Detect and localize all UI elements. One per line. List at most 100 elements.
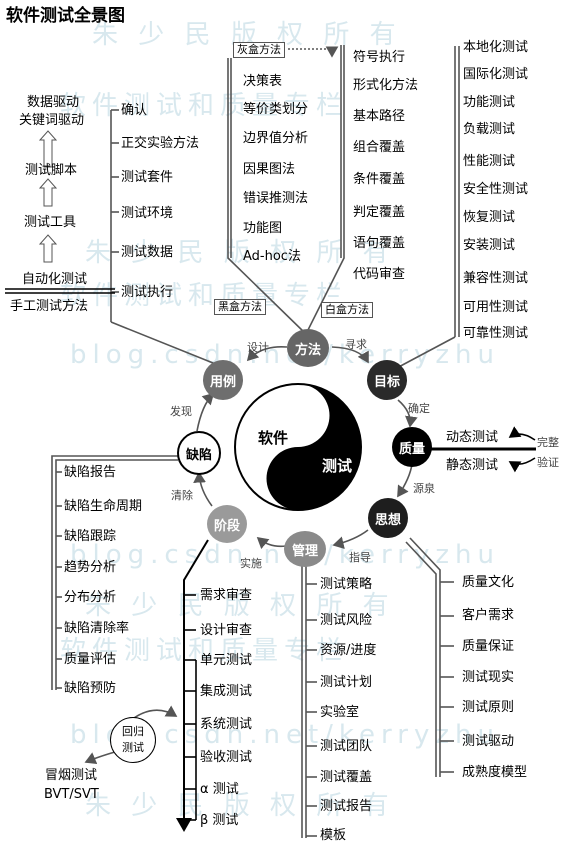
watermark: 朱 少 民 版 权 所 有 [85, 238, 395, 268]
arrow-label-seek: 寻求 [345, 338, 367, 351]
stage-item: 设计审查 [200, 623, 253, 638]
black-method-item: 决策表 [243, 74, 283, 89]
goal-item: 国际化测试 [463, 67, 529, 82]
arrow-label-implement: 实施 [240, 557, 262, 570]
thought-item: 成熟度模型 [462, 765, 528, 780]
watermark: 软件测试和质量专栏 [60, 91, 349, 121]
quality-item: 动态测试 [446, 430, 499, 445]
white-method-item: 条件覆盖 [353, 172, 406, 187]
stage-item: 集成测试 [200, 684, 253, 699]
arrow-label-design: 设计 [247, 341, 269, 354]
management-item: 测试策略 [320, 577, 373, 592]
center-label: 软件 [258, 429, 289, 447]
management-item: 测试计划 [320, 675, 373, 690]
left-chain-label: 数据驱动 [27, 95, 80, 110]
goal-item: 可用性测试 [463, 300, 529, 315]
management-item: 资源/进度 [320, 643, 377, 658]
stage-item: β 测试 [200, 813, 239, 828]
stage-item: α 测试 [200, 782, 239, 797]
complete-label: 完整 [537, 436, 559, 449]
black-method-item: 等价类划分 [243, 102, 309, 117]
node-stage: 阶段 [207, 505, 247, 543]
arrow-label-clear: 清除 [171, 489, 193, 502]
white-method-item: 符号执行 [353, 50, 406, 65]
left-chain-label: 自动化测试 [22, 272, 88, 287]
goal-item: 功能测试 [463, 95, 516, 110]
management-item: 实验室 [320, 705, 360, 720]
node-goal: 目标 [367, 360, 407, 400]
white-method-item: 形式化方法 [353, 78, 419, 93]
watermark: 朱 少 民 版 权 所 有 [85, 591, 395, 621]
goal-item: 负载测试 [463, 122, 516, 137]
black-method-item: 边界值分析 [243, 131, 309, 146]
thought-item: 客户需求 [462, 608, 515, 623]
defect-item: 缺陷跟踪 [64, 529, 117, 544]
watermark: 软件测试和质量专栏 [60, 281, 349, 311]
black-method-item: 功能图 [243, 221, 283, 236]
white-method-item: 判定覆盖 [353, 205, 406, 220]
defect-item: 质量评估 [64, 652, 117, 667]
thought-item: 质量保证 [462, 639, 515, 654]
stage-item: 需求审查 [200, 588, 253, 603]
node-defect: 缺陷 [177, 431, 221, 475]
regression-label: 回归 [122, 725, 144, 738]
stage-item: 系统测试 [200, 717, 253, 732]
defect-item: 缺陷生命周期 [64, 499, 143, 514]
left-chain-label: 测试脚本 [25, 163, 78, 178]
goal-item: 可靠性测试 [463, 326, 529, 341]
goal-item: 本地化测试 [463, 40, 529, 55]
regression-test-node: 回归 测试 [110, 717, 156, 763]
arrow-label-source: 源泉 [413, 482, 435, 495]
black-method-item: 错误推测法 [243, 191, 309, 206]
defect-item: 缺陷报告 [64, 465, 117, 480]
defect-item: 缺陷预防 [64, 681, 117, 696]
black-box-label: 黑盒方法 [214, 299, 266, 315]
black-method-item: Ad-hoc法 [243, 249, 301, 264]
left-method-item: 测试环境 [121, 206, 174, 221]
white-method-item: 语句覆盖 [353, 236, 406, 251]
node-quality: 质量 [392, 427, 432, 467]
defect-item: 分布分析 [64, 590, 117, 605]
left-method-item: 确认 [121, 103, 148, 118]
arrow-label-guide: 指导 [349, 551, 371, 564]
goal-item: 安全性测试 [463, 182, 529, 197]
watermark: blog.csdn.net/kerryzhu [70, 540, 500, 570]
node-thought: 思想 [368, 498, 408, 538]
bvt-svt-label: BVT/SVT [44, 787, 99, 802]
defect-item: 趋势分析 [64, 560, 117, 575]
management-item: 测试团队 [320, 739, 373, 754]
thought-item: 测试驱动 [462, 734, 515, 749]
white-method-item: 代码审查 [353, 267, 406, 282]
left-chain-label: 手工测试方法 [10, 299, 89, 314]
grey-box-label: 灰盒方法 [233, 42, 285, 58]
watermark: blog.csdn.net/kerryzhu [70, 340, 500, 370]
stage-item: 验收测试 [200, 750, 253, 765]
smoke-test-label: 冒烟测试 [45, 768, 98, 783]
left-method-item: 测试数据 [121, 245, 174, 260]
goal-item: 安装测试 [463, 238, 516, 253]
yin-yang-icon [234, 383, 362, 511]
left-chain-label: 测试工具 [24, 215, 77, 230]
center-label: 测试 [322, 457, 353, 475]
watermark: 软件测试和质量专栏 [60, 636, 349, 666]
thought-item: 质量文化 [462, 575, 515, 590]
page-title: 软件测试全景图 [6, 6, 125, 26]
management-item: 测试覆盖 [320, 770, 373, 785]
stage-item: 单元测试 [200, 653, 253, 668]
quality-item: 静态测试 [446, 458, 499, 473]
arrow-label-define: 确定 [408, 402, 430, 415]
thought-item: 测试现实 [462, 670, 515, 685]
white-box-label: 白盒方法 [321, 302, 373, 318]
node-management: 管理 [284, 531, 326, 567]
arrow-label-discover: 发现 [170, 405, 192, 418]
management-item: 模板 [320, 828, 347, 843]
left-method-item: 测试套件 [121, 170, 174, 185]
watermark: 朱 少 民 版 权 所 有 [85, 791, 395, 821]
node-method: 方法 [287, 329, 329, 367]
verify-label: 验证 [537, 456, 559, 469]
left-method-item: 正交实验方法 [121, 136, 200, 151]
regression-label: 测试 [122, 741, 144, 754]
management-item: 测试报告 [320, 799, 373, 814]
